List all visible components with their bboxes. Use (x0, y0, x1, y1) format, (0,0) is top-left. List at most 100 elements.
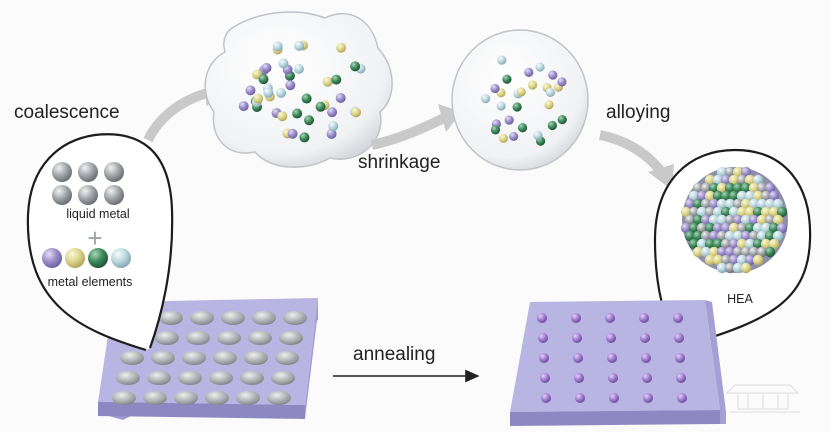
liquid-metal-droplet (120, 351, 144, 365)
hea-atom (728, 206, 740, 218)
element-dot (261, 62, 272, 73)
lightblue-element-sphere (111, 248, 131, 268)
yellow-element-sphere (65, 248, 85, 268)
element-dot (512, 102, 522, 112)
green-element-sphere (88, 248, 108, 268)
hea-atom (700, 230, 712, 242)
hea-atom (764, 198, 776, 210)
hea-nanoparticle-dot (639, 313, 649, 323)
hea-atom (728, 174, 740, 186)
hea-atom (704, 222, 716, 234)
hea-atom (752, 238, 764, 250)
hea-atom (724, 230, 736, 242)
hea-atom (704, 206, 716, 218)
liquid-metal-droplet-array (112, 311, 307, 405)
hea-atom (764, 182, 776, 194)
element-dot (516, 87, 526, 97)
hea-nanoparticle-dot (605, 313, 615, 323)
hea-atom (724, 246, 736, 258)
liquid-metal-droplet (190, 311, 214, 325)
hea-atom (720, 190, 732, 202)
liquid-metal-label: liquid metal (66, 207, 129, 221)
hea-atom (736, 206, 748, 218)
liquid-metal-sphere (104, 185, 124, 205)
element-dot (245, 85, 256, 96)
hea-nanoparticle-array (537, 313, 687, 403)
hea-nanoparticle-dot (574, 373, 584, 383)
element-dot (502, 74, 512, 84)
liquid-metal-droplet (209, 371, 233, 385)
liquid-metal-droplet (159, 311, 183, 325)
element-dot (285, 80, 296, 91)
element-dot (258, 74, 269, 85)
liquid-metal-droplet (252, 311, 276, 325)
alloying-arrowhead (648, 164, 674, 190)
hea-atom (716, 230, 728, 242)
hea-atom (720, 174, 732, 186)
purple-element-sphere (42, 248, 62, 268)
right-substrate (510, 300, 726, 426)
watermark-logo (725, 384, 800, 413)
hea-atom (696, 238, 708, 250)
hea-atom (732, 230, 744, 242)
element-dot (272, 41, 283, 52)
hea-nanoparticle-dot (608, 373, 618, 383)
hea-nanoparticle-dot (674, 333, 684, 343)
hea-nanoparticle-dot (537, 313, 547, 323)
element-dot (490, 125, 501, 135)
hea-atom (684, 198, 696, 210)
hea-atom (776, 222, 788, 234)
irregular-droplet (204, 11, 393, 168)
hea-nanoparticle-dot (540, 373, 550, 383)
hea-nanoparticle-dot (541, 393, 551, 403)
hea-atom (692, 214, 704, 226)
liquid-metal-droplet (244, 351, 268, 365)
hea-atom (740, 166, 752, 178)
element-dot (277, 111, 288, 122)
hea-atom (740, 262, 752, 274)
hea-atom (740, 230, 752, 242)
element-dot (276, 87, 287, 98)
hea-atom (752, 206, 764, 218)
hea-atom (712, 190, 724, 202)
hea-atom (736, 222, 748, 234)
liquid-metal-droplet (221, 311, 245, 325)
liquid-metal-sphere (52, 185, 72, 205)
element-dot (335, 92, 346, 103)
element-dot (301, 93, 312, 104)
hea-atom (756, 214, 768, 226)
hea-atom (692, 198, 704, 210)
hea-atom (728, 238, 740, 250)
hea-atom (752, 254, 764, 266)
hea-atom (776, 206, 788, 218)
hea-atom (732, 198, 744, 210)
hea-atom (704, 174, 716, 186)
hea-atom (712, 238, 724, 250)
hea-atom (740, 246, 752, 258)
liquid-metal-sphere (104, 162, 124, 182)
hea-atom (708, 198, 720, 210)
shrinkage-arrow (370, 113, 447, 150)
hea-atom (748, 182, 760, 194)
element-dot (336, 42, 347, 53)
hea-atom (704, 190, 716, 202)
hea-nanoparticle-dot (575, 393, 585, 403)
hea-label: HEA (727, 292, 753, 306)
hea-atom (756, 198, 768, 210)
liquid-metal-spheres (52, 162, 124, 205)
hea-nanoparticle-dot (538, 333, 548, 343)
liquid-metal-droplet (112, 391, 136, 405)
element-dot (496, 101, 506, 111)
hea-atom (732, 182, 744, 194)
hea-atom (744, 174, 756, 186)
liquid-metal-droplet (151, 351, 175, 365)
hea-atom (712, 222, 724, 234)
liquid-metal-sphere (78, 185, 98, 205)
hea-atom (712, 206, 724, 218)
hea-atom (708, 230, 720, 242)
hea-atom (724, 182, 736, 194)
element-dot (533, 130, 543, 140)
hea-atom (736, 238, 748, 250)
liquid-metal-droplet (116, 371, 140, 385)
